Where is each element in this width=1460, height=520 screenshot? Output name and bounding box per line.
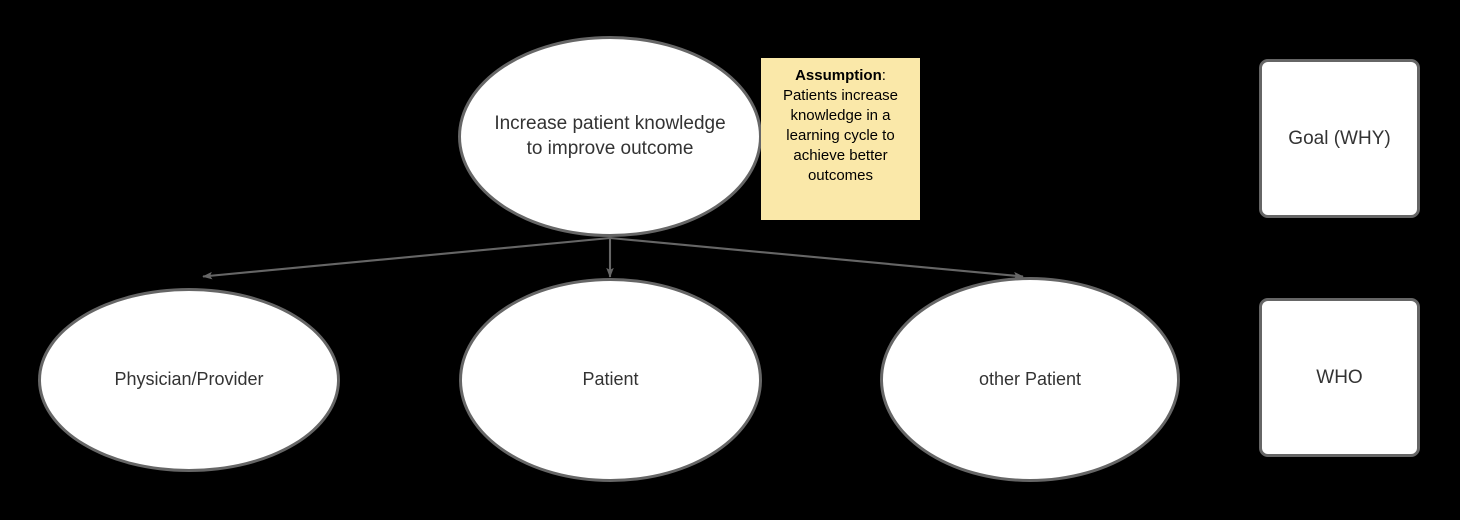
edge-goal-to-physician xyxy=(202,236,611,280)
node-label: Increase patient knowledge to improve ou… xyxy=(494,112,726,159)
node-increase-patient-knowledge[interactable]: Increase patient knowledge to improve ou… xyxy=(458,36,762,237)
node-label: Patient xyxy=(582,369,639,390)
node-label: other Patient xyxy=(978,368,1082,389)
legend-box-who[interactable]: WHO xyxy=(1259,298,1420,457)
assumption-note[interactable]: Assumption: Patients increase knowledge … xyxy=(761,58,920,220)
legend-box-label: WHO xyxy=(1316,366,1363,388)
node-other-patient[interactable]: other Patient xyxy=(880,277,1180,482)
legend-box-goal-why[interactable]: Goal (WHY) xyxy=(1259,59,1420,218)
assumption-note-body: Patients increase knowledge in a learnin… xyxy=(782,86,899,184)
node-label: Physician/Provider xyxy=(114,369,264,390)
edge-goal-to-other-patient xyxy=(609,236,1024,280)
node-physician-provider[interactable]: Physician/Provider xyxy=(38,288,340,472)
legend-box-label: Goal (WHY) xyxy=(1288,127,1391,149)
assumption-note-title: Assumption xyxy=(795,67,882,84)
node-patient[interactable]: Patient xyxy=(459,278,762,482)
assumption-note-separator: : xyxy=(881,67,886,84)
